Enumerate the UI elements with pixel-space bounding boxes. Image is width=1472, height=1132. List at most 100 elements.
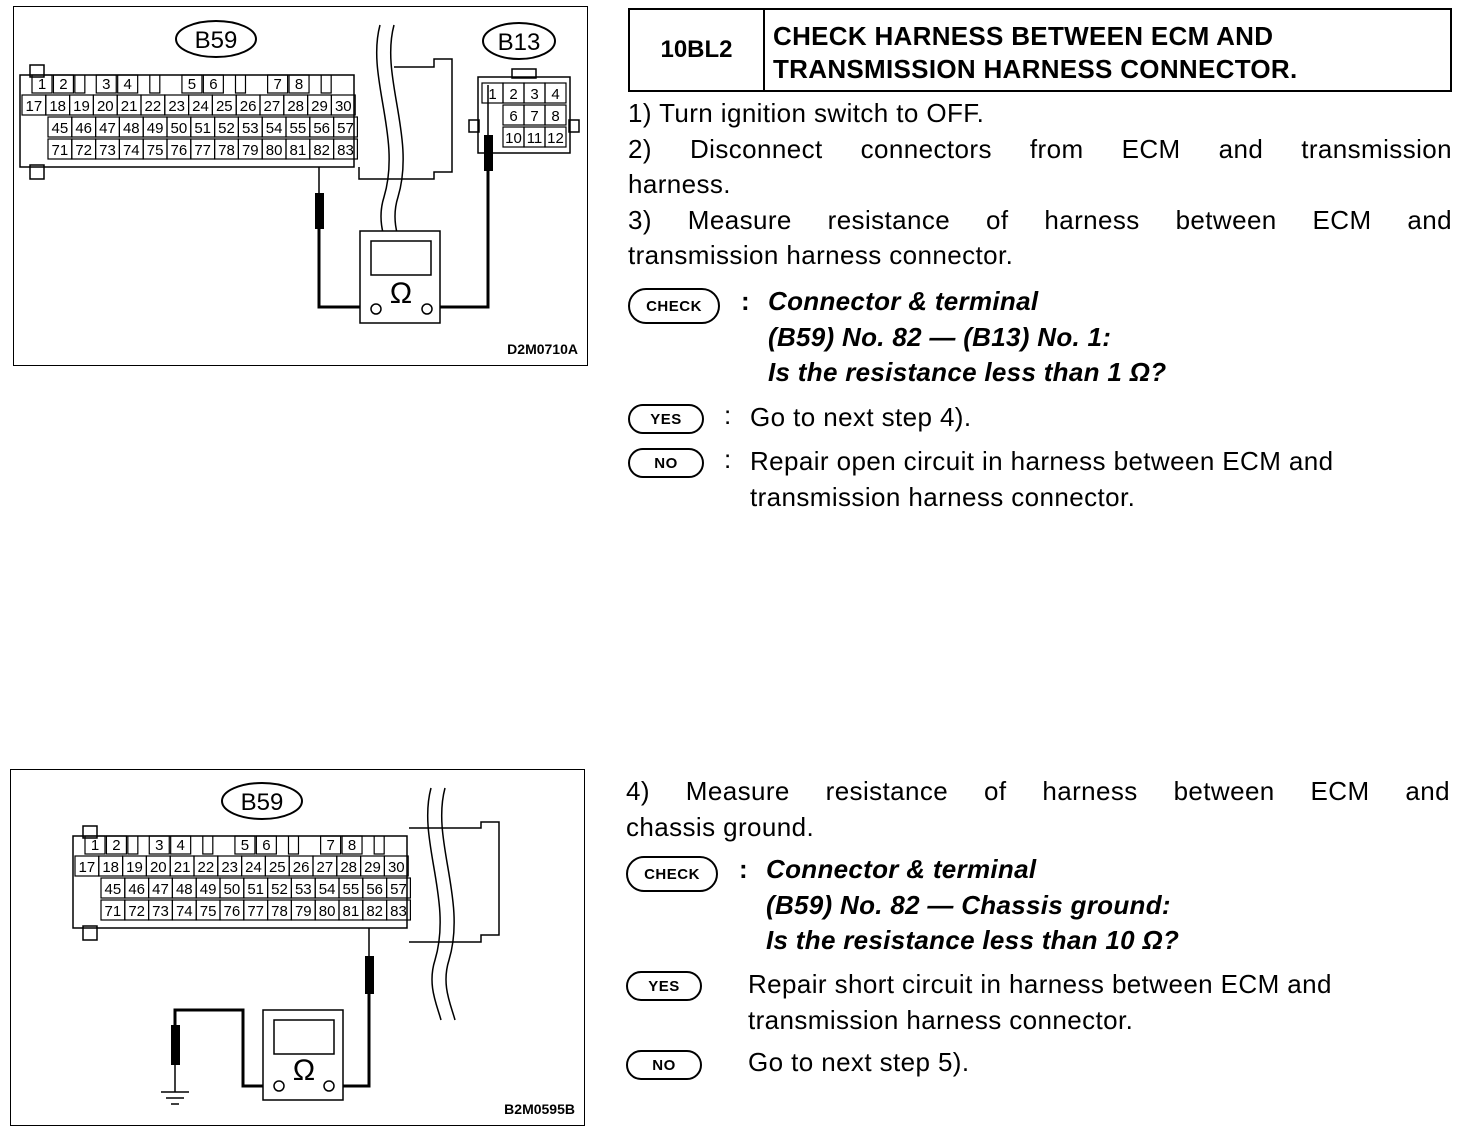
yes-1-text: Go to next step 4). bbox=[750, 402, 972, 432]
pin-81-label: 81 bbox=[290, 142, 307, 159]
pin-54-label: 54 bbox=[319, 881, 336, 898]
pin-82-label: 82 bbox=[313, 142, 330, 159]
yes-2-text: Repair short circuit in harness between … bbox=[748, 967, 1332, 1038]
step-number: 10BL2 bbox=[630, 10, 765, 90]
pin-26-label: 26 bbox=[240, 98, 257, 115]
pin-55-label: 55 bbox=[343, 881, 360, 898]
pin-49-label: 49 bbox=[200, 881, 217, 898]
instruction-4a: 4) Measure resistance of harness between… bbox=[626, 776, 1450, 806]
instruction-4b: chassis ground. bbox=[626, 811, 815, 842]
step-title-line1: CHECK HARNESS BETWEEN ECM AND bbox=[773, 21, 1274, 51]
pin-26-label: 26 bbox=[293, 859, 310, 876]
pin-80-label: 80 bbox=[266, 142, 283, 159]
instruction-2a: 2) Disconnect connectors from ECM and tr… bbox=[628, 133, 1452, 164]
pin-76-label: 76 bbox=[171, 142, 188, 159]
pin-8-label: 8 bbox=[295, 76, 303, 93]
pin-21-label: 21 bbox=[174, 859, 191, 876]
pin-51-label: 51 bbox=[194, 120, 211, 137]
ohmmeter: Ω bbox=[262, 1009, 344, 1101]
pin-5 bbox=[181, 74, 203, 94]
check-colon: : bbox=[741, 286, 750, 316]
pin-2 bbox=[52, 74, 75, 94]
check-2-line1: Connector & terminal bbox=[766, 854, 1037, 884]
pin-22-label: 22 bbox=[198, 859, 215, 876]
pin-18-label: 18 bbox=[102, 859, 119, 876]
pin-8 bbox=[288, 74, 310, 94]
pin-76-label: 76 bbox=[224, 903, 241, 920]
pin-56-label: 56 bbox=[366, 881, 383, 898]
pin-51-label: 51 bbox=[247, 881, 264, 898]
pin-75-label: 75 bbox=[147, 142, 164, 159]
pin-53-label: 53 bbox=[242, 120, 259, 137]
b13-pin-1-label: 1 bbox=[488, 86, 496, 103]
check-badge: CHECK bbox=[626, 856, 718, 892]
pin-2-label: 2 bbox=[59, 76, 67, 93]
pin-49-label: 49 bbox=[147, 120, 164, 137]
pin-83 bbox=[333, 138, 359, 160]
ohm-symbol: Ω bbox=[390, 277, 412, 310]
pin-28-label: 28 bbox=[287, 98, 304, 115]
yes-badge: YES bbox=[628, 404, 704, 434]
pin-30-label: 30 bbox=[335, 98, 352, 115]
pin-4 bbox=[117, 74, 139, 94]
check-2-text: Connector & terminal (B59) No. 82 — Chas… bbox=[766, 852, 1179, 959]
pin-7 bbox=[320, 835, 342, 855]
pin-52-label: 52 bbox=[218, 120, 235, 137]
pin-18-label: 18 bbox=[49, 98, 66, 115]
pin-17-label: 17 bbox=[79, 859, 96, 876]
pin-52-label: 52 bbox=[271, 881, 288, 898]
step-header: 10BL2 CHECK HARNESS BETWEEN ECM AND TRAN… bbox=[628, 8, 1452, 92]
b13-pin-2-label: 2 bbox=[509, 86, 517, 103]
no-1-text: Repair open circuit in harness between E… bbox=[750, 444, 1333, 515]
pin-83-label: 83 bbox=[337, 142, 354, 159]
pin-3-label: 3 bbox=[102, 76, 110, 93]
pin-20-label: 20 bbox=[150, 859, 167, 876]
pin-30-label: 30 bbox=[388, 859, 405, 876]
pin-29-label: 29 bbox=[311, 98, 328, 115]
ohm-symbol: Ω bbox=[293, 1054, 315, 1087]
pin-22-label: 22 bbox=[145, 98, 162, 115]
yes-2-line2: transmission harness connector. bbox=[748, 1004, 1134, 1035]
pin-5-label: 5 bbox=[188, 76, 196, 93]
b13-pin-12 bbox=[544, 126, 567, 148]
figure-code: D2M0710A bbox=[507, 341, 578, 357]
pin-47-label: 47 bbox=[152, 881, 169, 898]
pin-24-label: 24 bbox=[245, 859, 262, 876]
pin-8-label: 8 bbox=[348, 837, 356, 854]
pin-79-label: 79 bbox=[242, 142, 259, 159]
b13-connector bbox=[468, 68, 580, 154]
b13-pin-11-label: 11 bbox=[527, 130, 543, 147]
pin-6 bbox=[255, 835, 277, 855]
check-1-line3: Is the resistance less than 1 Ω? bbox=[768, 357, 1167, 387]
pin-72-label: 72 bbox=[75, 142, 92, 159]
no-2-text: Go to next step 5). bbox=[748, 1047, 970, 1077]
b13-pin-3-label: 3 bbox=[530, 86, 538, 103]
ground-icon bbox=[161, 1091, 189, 1105]
pin-73-label: 73 bbox=[152, 903, 169, 920]
pin-25-label: 25 bbox=[269, 859, 286, 876]
pin-25-label: 25 bbox=[216, 98, 233, 115]
instructions-block: 1) Turn ignition switch to OFF. 2) Disco… bbox=[628, 96, 1452, 274]
pin-53-label: 53 bbox=[295, 881, 312, 898]
pin-54-label: 54 bbox=[266, 120, 283, 137]
pin-17-label: 17 bbox=[26, 98, 43, 115]
check-1-text: Connector & terminal (B59) No. 82 — (B13… bbox=[768, 284, 1166, 391]
pin-21-label: 21 bbox=[121, 98, 138, 115]
pin-83 bbox=[386, 899, 412, 921]
pin-80-label: 80 bbox=[319, 903, 336, 920]
pin-83-label: 83 bbox=[390, 903, 407, 920]
pin-1 bbox=[31, 74, 53, 94]
b13-pin-10-label: 10 bbox=[505, 130, 522, 147]
pin-74-label: 74 bbox=[123, 142, 140, 159]
b13-pin-6-label: 6 bbox=[509, 108, 517, 125]
pin-4 bbox=[170, 835, 192, 855]
no-badge: NO bbox=[626, 1050, 702, 1080]
pin-3-label: 3 bbox=[155, 837, 163, 854]
pin-50-label: 50 bbox=[224, 881, 241, 898]
pin-27-label: 27 bbox=[264, 98, 281, 115]
instruction-2b: harness. bbox=[628, 169, 731, 199]
